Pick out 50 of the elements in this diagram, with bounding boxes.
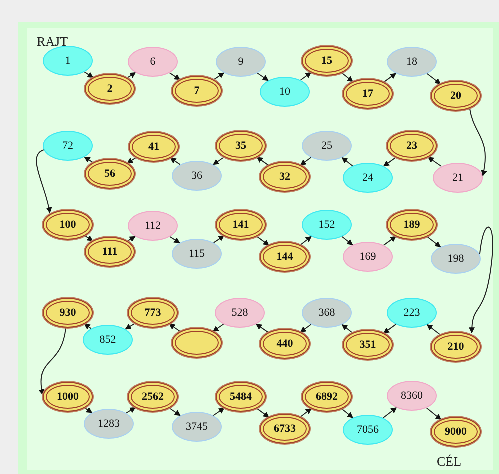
arrow (300, 157, 312, 166)
arrow (342, 157, 354, 167)
arrow (84, 324, 92, 330)
arrow (256, 156, 270, 166)
arrow (426, 236, 442, 248)
board-label: CÉL (437, 453, 462, 471)
arrow (257, 72, 269, 82)
arrow (256, 236, 270, 246)
arrow (300, 72, 312, 81)
arrow (213, 156, 225, 166)
arrow (169, 324, 181, 332)
arrow (383, 324, 397, 334)
arrow (169, 408, 181, 416)
arrow (470, 108, 487, 177)
arrow (84, 156, 94, 164)
arrow (126, 72, 136, 79)
arrow (125, 323, 136, 330)
arrow (341, 72, 354, 82)
arrow (342, 324, 354, 334)
arrow (39, 328, 66, 396)
arrow (212, 324, 224, 332)
arrow (256, 324, 270, 334)
arrow (428, 156, 442, 168)
arrow (170, 236, 180, 244)
arrow (169, 72, 181, 80)
arrow (213, 408, 225, 416)
arrow (300, 236, 312, 246)
arrow (469, 226, 494, 334)
arrow (383, 157, 397, 167)
arrow (213, 236, 225, 244)
arrow (84, 72, 94, 78)
arrow (300, 408, 312, 418)
arrow (426, 73, 442, 85)
arrow (84, 235, 94, 242)
arrow (127, 236, 136, 242)
arrow (342, 236, 354, 246)
arrow (126, 407, 136, 414)
arrow (170, 158, 181, 166)
arrow (300, 324, 312, 333)
arrow (36, 150, 52, 214)
arrow (382, 407, 398, 419)
arrow (126, 157, 138, 164)
arrow (84, 407, 93, 414)
arrow (256, 408, 270, 418)
arrow (341, 408, 354, 418)
arrow (426, 408, 442, 420)
arrow (383, 73, 397, 83)
arrow (426, 324, 442, 336)
arrow (213, 72, 225, 80)
arrow (383, 236, 397, 246)
